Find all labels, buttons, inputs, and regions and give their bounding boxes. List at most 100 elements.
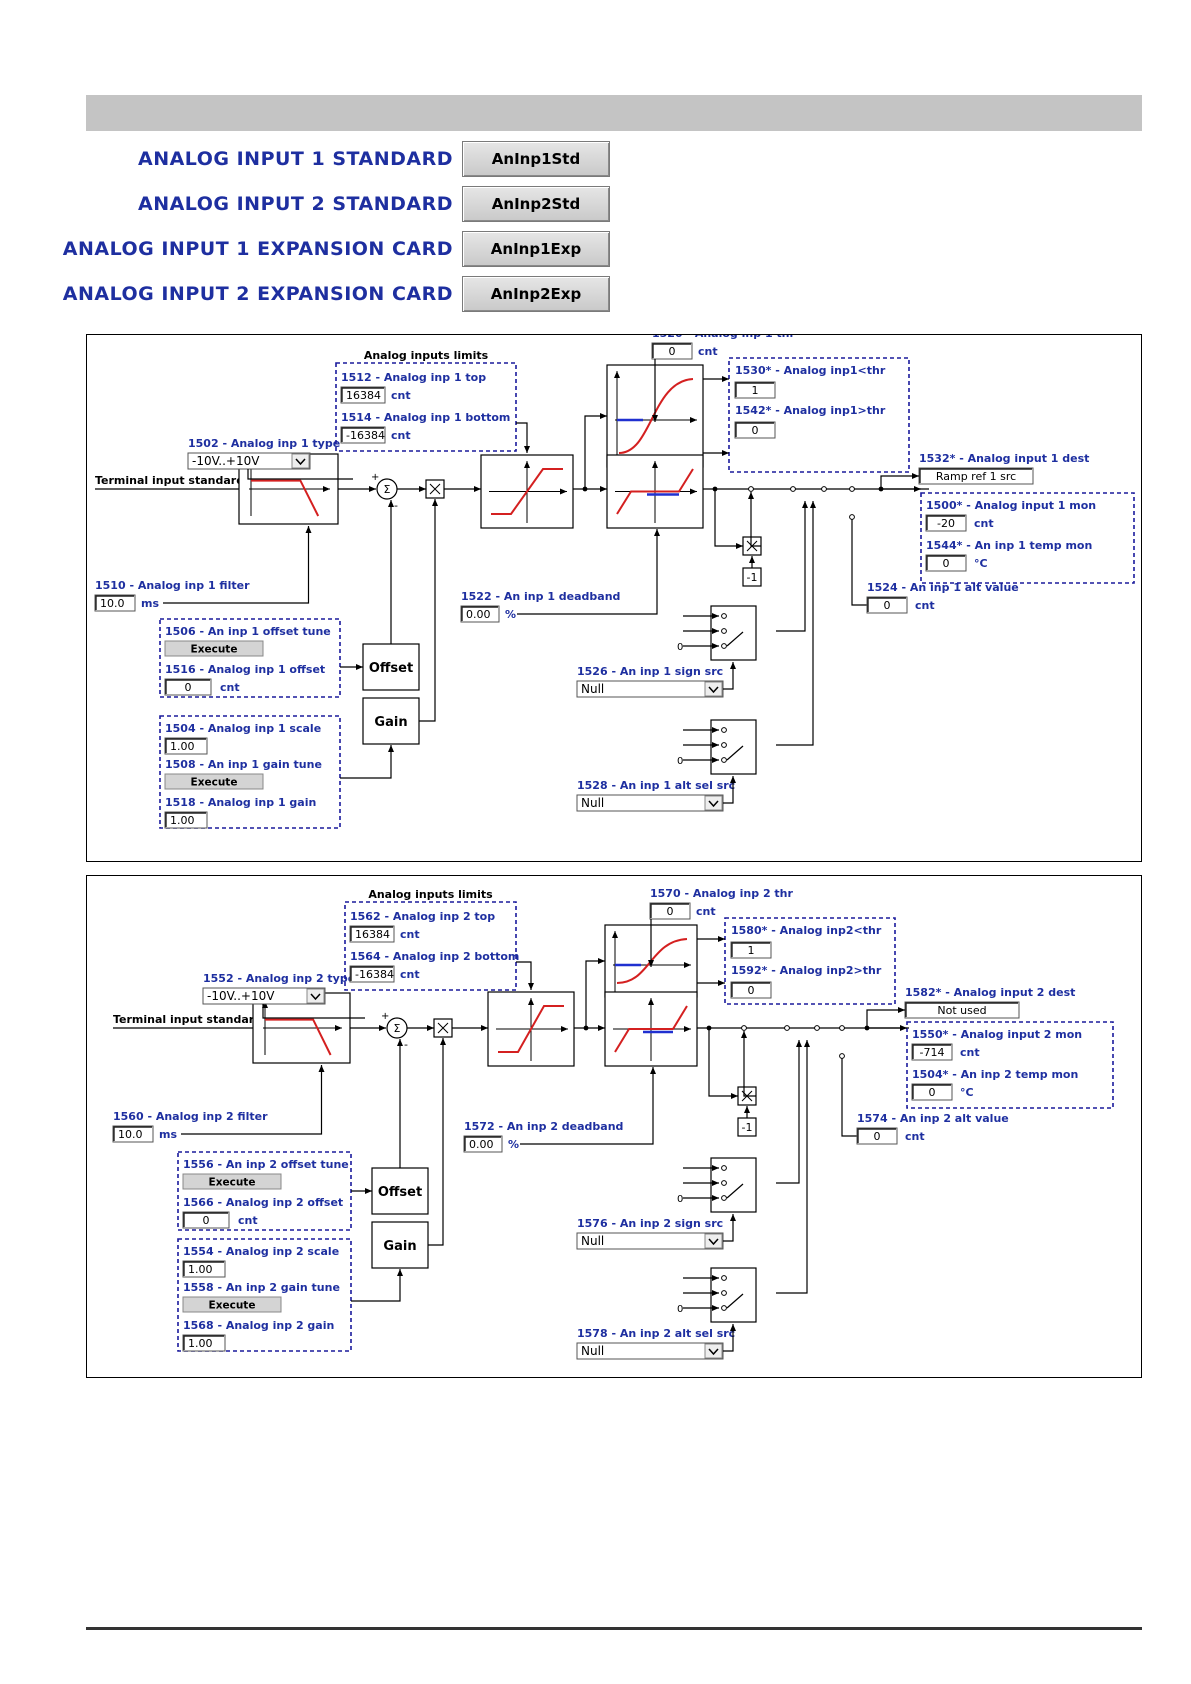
gain-field-value[interactable]: 1.00	[170, 814, 195, 827]
top-field[interactable]: 16384	[349, 925, 395, 943]
thr-field[interactable]: 0	[651, 342, 693, 360]
offset-field-box[interactable]	[164, 678, 212, 696]
gain-execute-button-label[interactable]: Execute	[209, 1300, 256, 1312]
lt-field-value[interactable]: 1	[752, 384, 759, 397]
filter-field[interactable]: 10.0	[112, 1125, 154, 1143]
type-select-value[interactable]: -10V..+10V	[207, 989, 275, 1003]
temp-field-value[interactable]: 0	[943, 557, 950, 570]
gain-field-value[interactable]: 1.00	[188, 1337, 213, 1350]
sign-select-arrow-btn[interactable]	[704, 681, 723, 697]
filter-field-value[interactable]: 10.0	[118, 1128, 143, 1141]
altsel-select[interactable]: Null	[576, 794, 724, 812]
type-select-value[interactable]: -10V..+10V	[192, 454, 260, 468]
filter-field-box[interactable]	[94, 594, 136, 612]
lt-field[interactable]: 1	[730, 941, 772, 959]
gt-field-box[interactable]	[730, 981, 772, 999]
bottom-field-value[interactable]: -16384	[355, 968, 394, 981]
temp-field-box[interactable]	[911, 1083, 953, 1101]
deadband-field-box[interactable]	[463, 1135, 503, 1153]
gain-execute-button-label[interactable]: Execute	[191, 777, 238, 789]
ai1-exp-button[interactable]: AnInp1Exp	[462, 231, 610, 267]
thr-field-box[interactable]	[649, 902, 691, 920]
deadband-field-box[interactable]	[460, 605, 500, 623]
type-select[interactable]: -10V..+10V	[202, 987, 326, 1005]
temp-field-value[interactable]: 0	[929, 1086, 936, 1099]
lt-field-box[interactable]	[730, 941, 772, 959]
temp-field[interactable]: 0	[925, 554, 967, 572]
offset-execute-button-label[interactable]: Execute	[191, 644, 238, 656]
deadband-field[interactable]: 0.00	[463, 1135, 503, 1153]
thr-field-value[interactable]: 0	[667, 905, 674, 918]
dest-field[interactable]: Ramp ref 1 src	[918, 467, 1034, 485]
bottom-field[interactable]: -16384	[340, 426, 386, 444]
mon-field[interactable]: -714	[911, 1043, 953, 1061]
gain-execute-button[interactable]: Execute	[164, 773, 264, 790]
type-select-box[interactable]	[202, 987, 326, 1005]
mon-field[interactable]: -20	[925, 514, 967, 532]
alt-value-field-value[interactable]: 0	[874, 1130, 881, 1143]
gain-execute-button-face[interactable]	[164, 773, 264, 790]
mon-field-box[interactable]	[911, 1043, 953, 1061]
scale-field-value[interactable]: 1.00	[188, 1263, 213, 1276]
mon-field-value[interactable]: -20	[937, 517, 955, 530]
gt-field-value[interactable]: 0	[752, 424, 759, 437]
altsel-select-arrow-btn[interactable]	[704, 1343, 723, 1359]
gain-field[interactable]: 1.00	[164, 811, 208, 829]
deadband-field[interactable]: 0.00	[460, 605, 500, 623]
sign-select-value[interactable]: Null	[581, 682, 604, 696]
offset-execute-button-face[interactable]	[164, 640, 264, 657]
dest-field-value[interactable]: Ramp ref 1 src	[936, 470, 1016, 483]
temp-field-box[interactable]	[925, 554, 967, 572]
gain-execute-button-face[interactable]	[182, 1296, 282, 1313]
sign-select[interactable]: Null	[576, 1232, 724, 1250]
thr-field-value[interactable]: 0	[669, 345, 676, 358]
mon-field-value[interactable]: -714	[920, 1046, 945, 1059]
altsel-select-value[interactable]: Null	[581, 796, 604, 810]
thr-field-box[interactable]	[651, 342, 693, 360]
alt-value-field-value[interactable]: 0	[884, 599, 891, 612]
deadband-field-value[interactable]: 0.00	[469, 1138, 494, 1151]
sign-select-arrow-btn[interactable]	[704, 1233, 723, 1249]
sign-select-value[interactable]: Null	[581, 1234, 604, 1248]
filter-field[interactable]: 10.0	[94, 594, 136, 612]
filter-field-value[interactable]: 10.0	[100, 597, 125, 610]
lt-field-value[interactable]: 1	[748, 944, 755, 957]
scale-field[interactable]: 1.00	[182, 1260, 226, 1278]
offset-execute-button[interactable]: Execute	[182, 1173, 282, 1190]
deadband-field-value[interactable]: 0.00	[466, 608, 491, 621]
dest-field-value[interactable]: Not used	[937, 1004, 986, 1017]
altsel-select-arrow-btn[interactable]	[704, 795, 723, 811]
top-field-box[interactable]	[340, 386, 386, 404]
filter-field-box[interactable]	[112, 1125, 154, 1143]
scale-field-value[interactable]: 1.00	[170, 740, 195, 753]
offset-execute-button-label[interactable]: Execute	[209, 1177, 256, 1189]
bottom-field-value[interactable]: -16384	[346, 429, 385, 442]
scale-field[interactable]: 1.00	[164, 737, 208, 755]
alt-value-field-box[interactable]	[866, 596, 908, 614]
alt-value-field[interactable]: 0	[856, 1127, 898, 1145]
mon-field-box[interactable]	[925, 514, 967, 532]
gain-execute-button[interactable]: Execute	[182, 1296, 282, 1313]
thr-field[interactable]: 0	[649, 902, 691, 920]
gt-field[interactable]: 0	[730, 981, 772, 999]
gain-field-box[interactable]	[164, 811, 208, 829]
gain-field-box[interactable]	[182, 1334, 226, 1352]
type-select[interactable]: -10V..+10V	[187, 452, 311, 470]
lt-field-box[interactable]	[734, 381, 776, 399]
top-field-box[interactable]	[349, 925, 395, 943]
ai2-std-button[interactable]: AnInp2Std	[462, 186, 610, 222]
offset-field[interactable]: 0	[182, 1211, 230, 1229]
altsel-select-value[interactable]: Null	[581, 1344, 604, 1358]
sign-select[interactable]: Null	[576, 680, 724, 698]
offset-field-box[interactable]	[182, 1211, 230, 1229]
type-select-box[interactable]	[187, 452, 311, 470]
offset-field-value[interactable]: 0	[185, 681, 192, 694]
scale-field-box[interactable]	[164, 737, 208, 755]
gt-field-box[interactable]	[734, 421, 776, 439]
top-field-value[interactable]: 16384	[346, 389, 381, 402]
bottom-field-box[interactable]	[349, 965, 395, 983]
offset-execute-button-face[interactable]	[182, 1173, 282, 1190]
offset-execute-button[interactable]: Execute	[164, 640, 264, 657]
bottom-field-box[interactable]	[340, 426, 386, 444]
offset-field-value[interactable]: 0	[203, 1214, 210, 1227]
